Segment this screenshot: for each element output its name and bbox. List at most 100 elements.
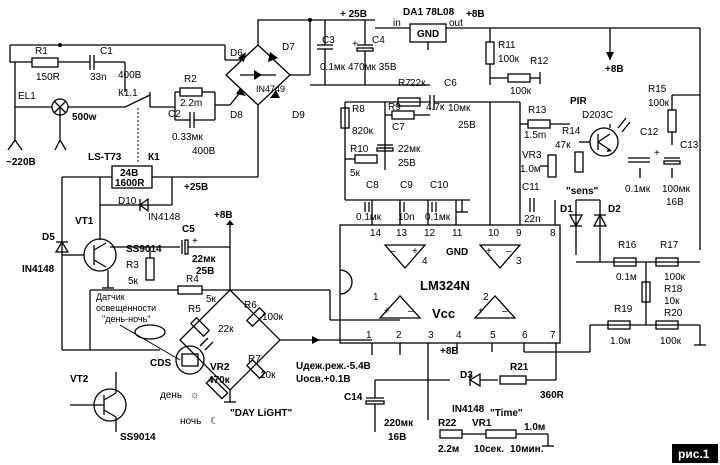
vr2-value: 470к [208, 375, 231, 386]
r6-resistor [245, 306, 267, 328]
c4-value: 470мк 35В [348, 62, 397, 73]
vr3-potentiometer[interactable] [547, 154, 557, 178]
zener-label: IN4749 [256, 84, 285, 94]
sensor-title-3: "день-ночь" [102, 314, 150, 324]
r21-label: R21 [510, 362, 529, 373]
r2-label: R2 [184, 74, 197, 85]
pir-label: PIR [570, 96, 587, 107]
power-supply: + 25В C3 0.1мк + C4 470мк 35В DA1 78L08 … [310, 7, 700, 97]
r7-value: 22к [410, 78, 426, 89]
r5-resistor [189, 316, 211, 338]
v8-right-label: +8В [605, 64, 624, 75]
figure-label: рис.1 [678, 447, 710, 461]
c11-label: C11 [522, 182, 540, 193]
pin12-label: 12 [424, 228, 436, 239]
sun-icon: ☼ [190, 390, 199, 401]
r1-label: R1 [35, 46, 48, 57]
d3-label: D3 [460, 370, 473, 381]
r8-value: 820к [352, 126, 374, 137]
k1-label: К1 [148, 152, 160, 163]
r18-resistor [641, 281, 651, 303]
d2-label: D2 [608, 204, 621, 215]
gnd-chip-label: GND [446, 247, 468, 258]
opamp1-num: 1 [373, 292, 379, 303]
el1-label: EL1 [18, 91, 36, 102]
relay-coil-v: 24В [120, 168, 138, 179]
r8-label: R8 [352, 104, 365, 115]
r14-resistor [574, 151, 584, 173]
opamp3-num: 3 [516, 256, 522, 267]
pin7-label: 7 [550, 330, 556, 341]
pin10-label: 10 [488, 228, 500, 239]
vr3-label: VR3 [522, 150, 542, 161]
pin13-label: 13 [396, 228, 408, 239]
output-network: R16 0.1м R17 100к R18 10к R19 1.0м R20 1… [524, 240, 706, 353]
c13-plus: + [654, 148, 660, 159]
vr2-potentiometer[interactable] [205, 376, 229, 400]
d8-label: D8 [230, 110, 243, 121]
gnd-reg-label: GND [417, 29, 439, 40]
c10-label: C10 [430, 180, 449, 191]
c7-value: 22мк [398, 144, 421, 155]
opamp3-plus: + [486, 246, 492, 257]
opamp-1 [378, 295, 422, 319]
r5-value: 22к [218, 324, 234, 335]
opamp-2 [473, 295, 517, 319]
el1-value: 500w [72, 112, 97, 123]
pin8-label: 8 [550, 228, 556, 239]
r10-label: R10 [350, 144, 369, 155]
r17-resistor [655, 257, 679, 267]
light-sensor-bridge: +8В R5 22к R6 100к R7 10к CDS VR2 470к Д… [96, 210, 400, 427]
opamp1-plus: + [384, 306, 390, 317]
r18-value: 10к [664, 296, 680, 307]
c6-label: C6 [444, 78, 457, 89]
c1-label: C1 [100, 46, 113, 57]
d6-label: D6 [230, 48, 243, 59]
pin11-label: 11 [452, 228, 463, 239]
d7-label: D7 [282, 42, 295, 53]
time-10s: 10сек. [474, 444, 504, 455]
r21-resistor [499, 375, 527, 385]
pin9-label: 9 [516, 228, 522, 239]
ideal-voltage-1: Uдеж.реж.-5.4В [296, 361, 371, 372]
c13-voltage: 16В [666, 197, 684, 208]
relay-model-label: LS-T73 [88, 152, 122, 163]
sensor-title-2: освещенности [96, 303, 156, 313]
opamp3-minus: – [506, 246, 512, 257]
r3-resistor [145, 257, 155, 281]
d5-label: D5 [42, 232, 55, 243]
vr1-potentiometer[interactable] [485, 429, 517, 439]
r9-value: 4.7к [426, 102, 445, 113]
r10-resistor [354, 154, 378, 164]
vt2-value: SS9014 [120, 432, 156, 443]
r12-value: 100к [510, 86, 532, 97]
mains-section: ~220В R1 150R C1 33n EL1 500w 400В К1.1 [6, 43, 230, 168]
r13-resistor [527, 119, 551, 129]
opamp2-minus: – [502, 306, 508, 317]
r16-label: R16 [618, 240, 637, 251]
r22-resistor [439, 429, 463, 439]
c3-label: C3 [322, 35, 335, 46]
vt2-label: VT2 [70, 374, 89, 385]
c9-label: C9 [400, 180, 413, 191]
pin1-label: 1 [366, 330, 372, 341]
relay-driver: LS-T73 К1 24В 1600R +25В D10 IN4148 D5 I… [22, 152, 330, 351]
cds-photoresistor-icon [175, 345, 205, 375]
r17-label: R17 [660, 240, 679, 251]
v8-top-label: +8В [466, 9, 485, 20]
r20-label: R20 [664, 308, 683, 319]
c7-label: C7 [392, 122, 405, 133]
vr1-label: VR1 [472, 418, 492, 429]
r19-label: R19 [614, 304, 633, 315]
sensitivity-control: VR3 1.0м "sens" C11 22n D1 D2 [520, 150, 621, 262]
v25-top-label: + 25В [340, 9, 367, 20]
vt1-value: SS9014 [126, 244, 162, 255]
sens-label: "sens" [566, 186, 599, 197]
r4-label: R4 [186, 274, 199, 285]
r16-value: 0.1м [616, 272, 637, 283]
opamp-4 [383, 244, 427, 269]
r21-value: 360R [540, 390, 565, 401]
pin5-label: 5 [490, 330, 496, 341]
mains-label: ~220В [6, 157, 36, 168]
